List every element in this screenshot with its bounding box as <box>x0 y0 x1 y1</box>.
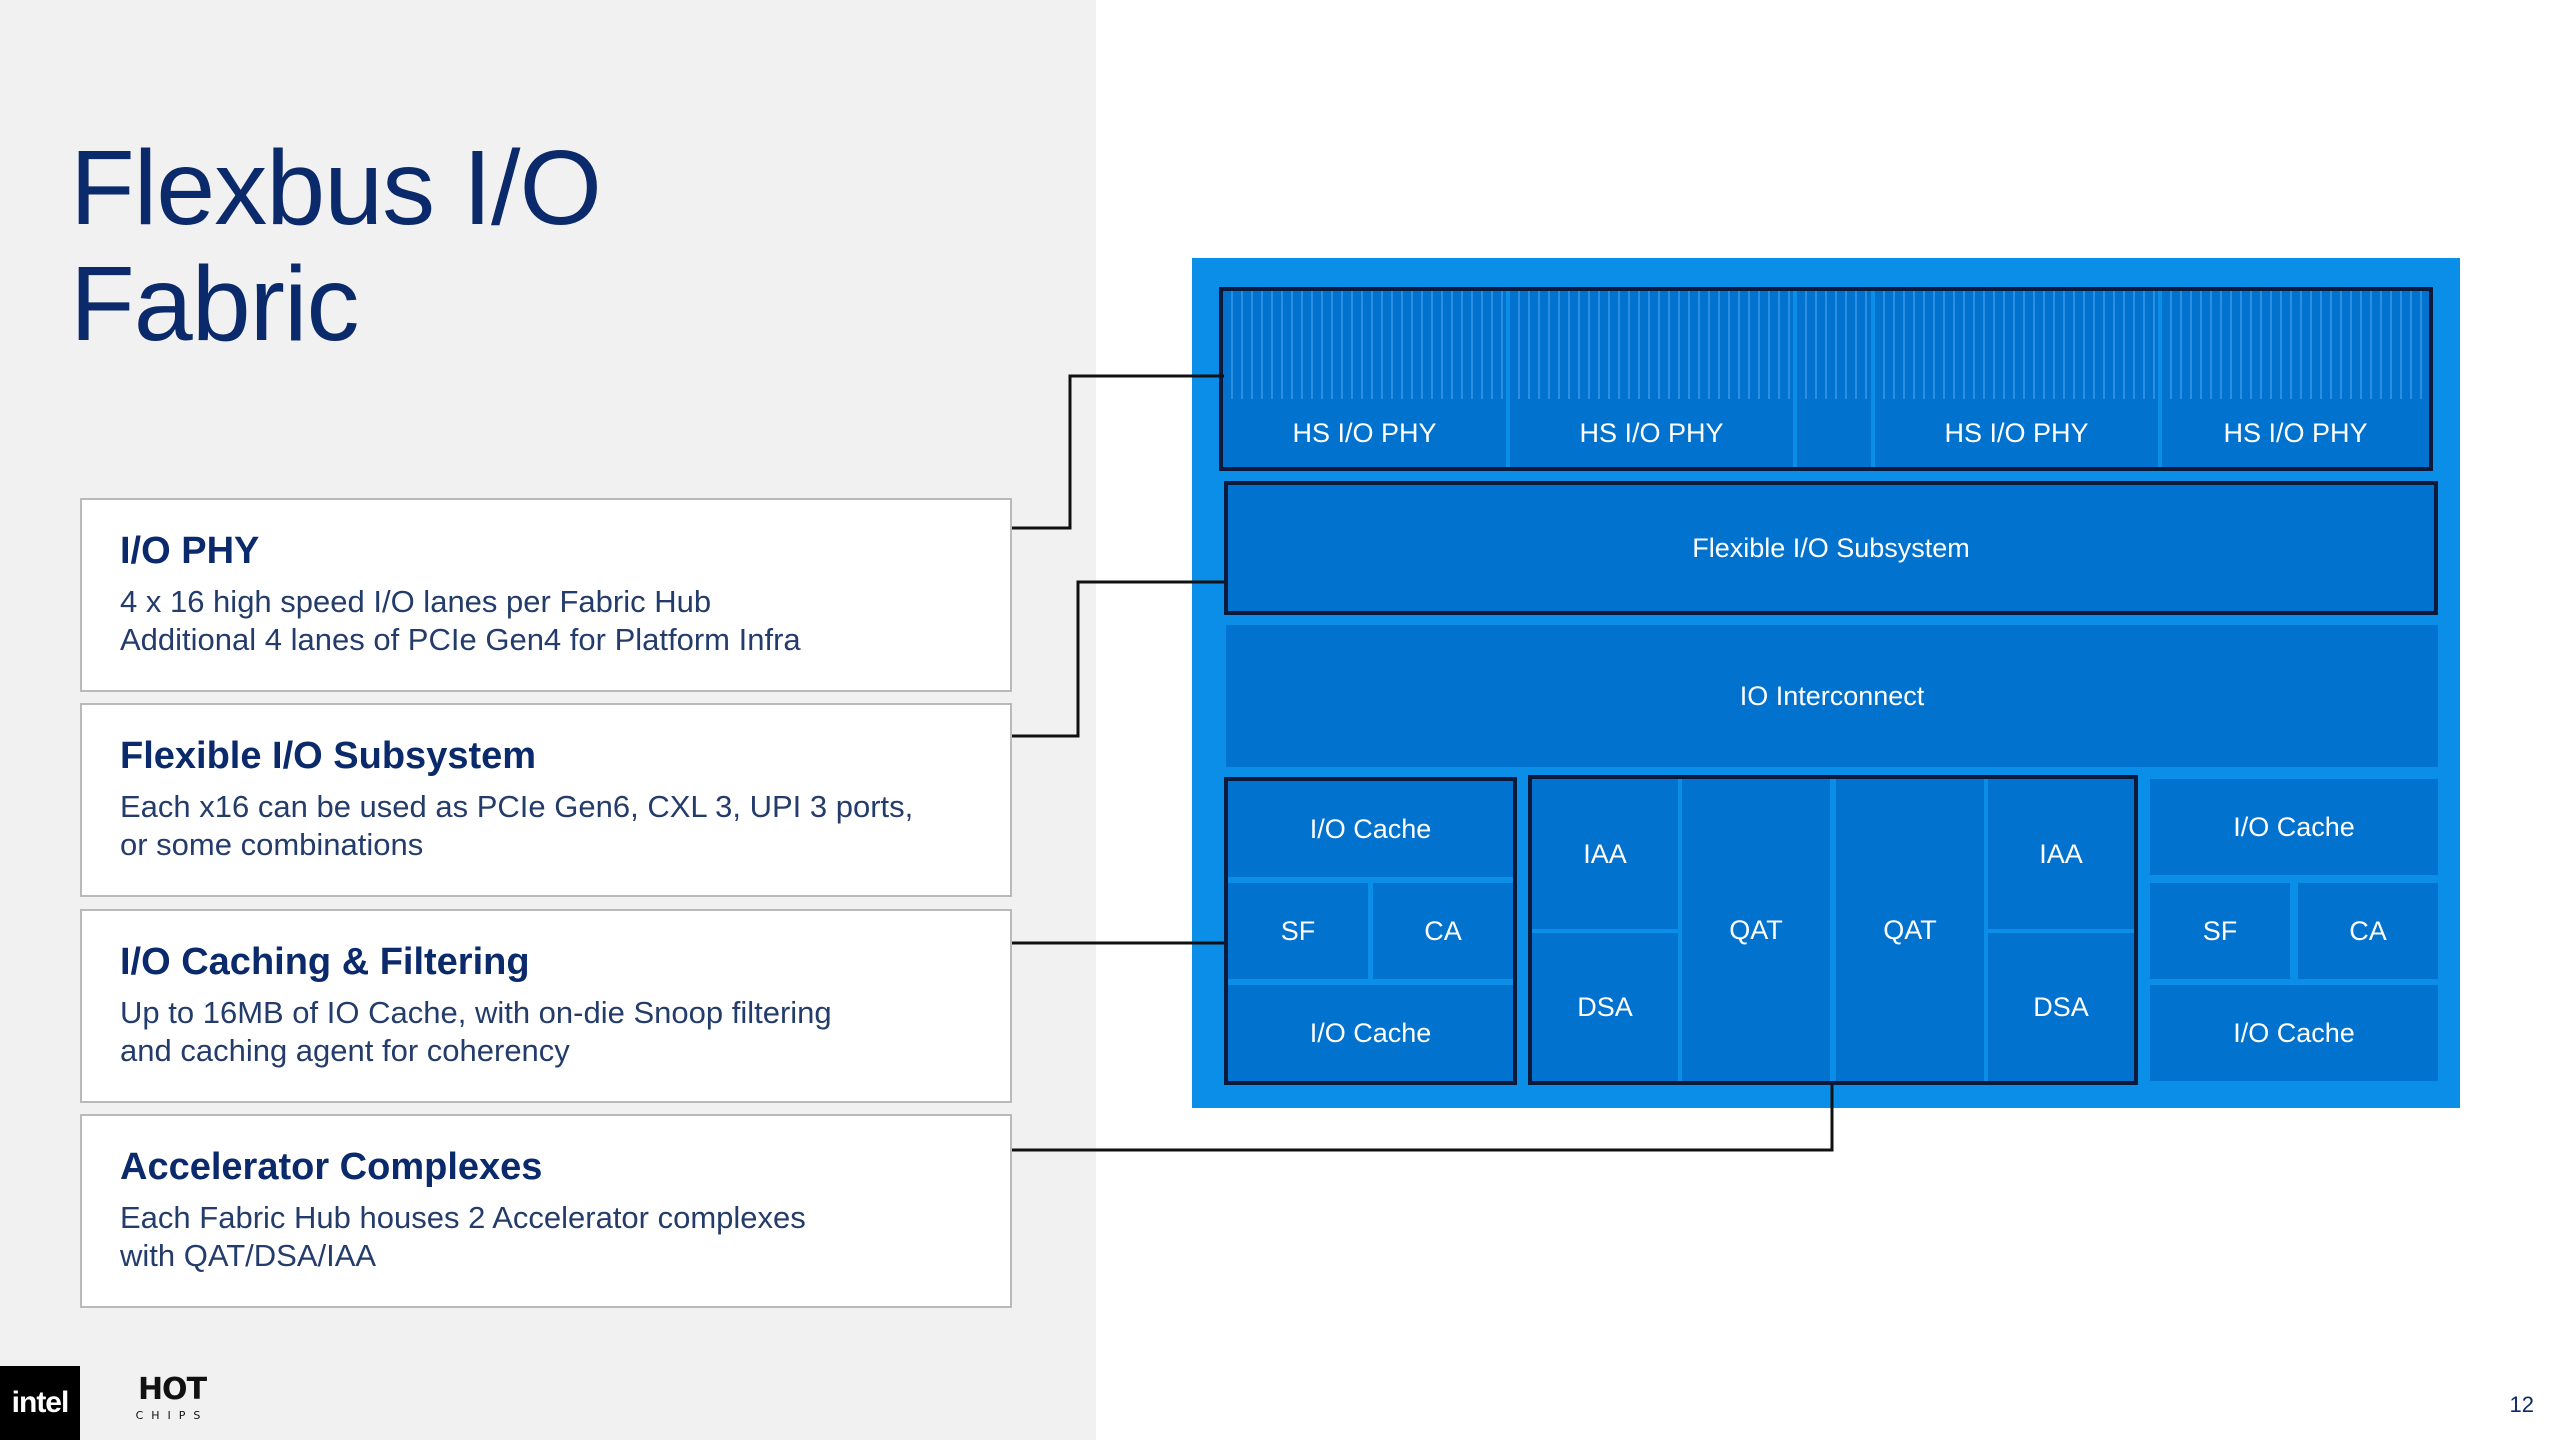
info-box-heading: I/O Caching & Filtering <box>120 941 530 983</box>
connector-flexible-io <box>1012 580 1224 738</box>
info-box-line: Up to 16MB of IO Cache, with on-die Snoo… <box>120 995 832 1030</box>
page-number: 12 <box>2509 1392 2534 1417</box>
info-box-line: 4 x 16 high speed I/O lanes per Fabric H… <box>120 584 712 619</box>
snoop-filter-block: SF <box>2150 883 2290 979</box>
info-box-line: Each x16 can be used as PCIe Gen6, CXL 3… <box>120 789 914 824</box>
caching-agent-block: CA <box>2298 883 2438 979</box>
hot-logo-text: HOT <box>137 1372 207 1407</box>
hs-io-phy-label: HS I/O PHY <box>1579 417 1724 448</box>
snoop-filter-block: SF <box>1228 883 1368 979</box>
qat-block: QAT <box>1836 779 1984 1081</box>
io-cache-block: I/O Cache <box>2150 779 2438 875</box>
connector-io-phy <box>1012 374 1224 530</box>
title-line-1: Flexbus I/O <box>70 129 602 247</box>
phy-lanes <box>1510 291 1793 399</box>
io-interconnect-block: IO Interconnect <box>1226 625 2438 767</box>
hs-io-phy-block: HS I/O PHY <box>1875 291 2158 467</box>
title-line-2: Fabric <box>70 245 360 363</box>
phy-infra-lanes <box>1797 291 1871 467</box>
left-cache-group: I/O Cache SF CA I/O Cache <box>1224 777 1517 1085</box>
info-box-flexible-io: Flexible I/O Subsystem Each x16 can be u… <box>80 703 1012 897</box>
phy-lanes <box>1223 291 1506 399</box>
info-box-line: or some combinations <box>120 827 424 862</box>
hot-chips-logo: HOT CHIPS <box>124 1372 220 1428</box>
intel-logo: intel <box>0 1366 80 1440</box>
info-box-heading: I/O PHY <box>120 530 260 572</box>
accelerator-group: IAA DSA QAT QAT IAA DSA <box>1528 775 2138 1085</box>
info-box-line: Additional 4 lanes of PCIe Gen4 for Plat… <box>120 622 801 657</box>
page-title: Flexbus I/O Fabric <box>70 129 602 363</box>
io-cache-block: I/O Cache <box>1228 781 1513 877</box>
connector-accelerators <box>1012 1085 1834 1152</box>
flexible-io-subsystem-block: Flexible I/O Subsystem <box>1224 481 2438 615</box>
info-box-accelerators: Accelerator Complexes Each Fabric Hub ho… <box>80 1114 1012 1308</box>
info-box-line: and caching agent for coherency <box>120 1033 570 1068</box>
info-box-io-caching: I/O Caching & Filtering Up to 16MB of IO… <box>80 909 1012 1103</box>
phy-lanes <box>1875 291 2158 399</box>
dsa-block: DSA <box>1988 933 2134 1081</box>
info-box-line: Each Fabric Hub houses 2 Accelerator com… <box>120 1200 806 1235</box>
info-box-io-phy: I/O PHY 4 x 16 high speed I/O lanes per … <box>80 498 1012 692</box>
hs-io-phy-label: HS I/O PHY <box>2223 417 2368 448</box>
iaa-block: IAA <box>1532 779 1678 929</box>
phy-lanes <box>2162 291 2429 399</box>
chips-logo-text: CHIPS <box>135 1409 209 1422</box>
phy-lanes <box>1797 291 1871 399</box>
dsa-block: DSA <box>1532 933 1678 1081</box>
qat-block: QAT <box>1682 779 1830 1081</box>
hs-io-phy-block: HS I/O PHY <box>1510 291 1793 467</box>
hs-io-phy-label: HS I/O PHY <box>1292 417 1437 448</box>
info-box-line: with QAT/DSA/IAA <box>120 1238 377 1273</box>
info-box-heading: Accelerator Complexes <box>120 1146 543 1188</box>
hs-io-phy-label: HS I/O PHY <box>1944 417 2089 448</box>
io-cache-block: I/O Cache <box>1228 985 1513 1081</box>
caching-agent-block: CA <box>1373 883 1513 979</box>
info-box-heading: Flexible I/O Subsystem <box>120 735 537 777</box>
hs-io-phy-row: HS I/O PHY HS I/O PHY HS I/O PHY HS I/O … <box>1219 287 2433 471</box>
hs-io-phy-block: HS I/O PHY <box>1223 291 1506 467</box>
io-cache-block: I/O Cache <box>2150 985 2438 1081</box>
hs-io-phy-block: HS I/O PHY <box>2162 291 2429 467</box>
iaa-block: IAA <box>1988 779 2134 929</box>
